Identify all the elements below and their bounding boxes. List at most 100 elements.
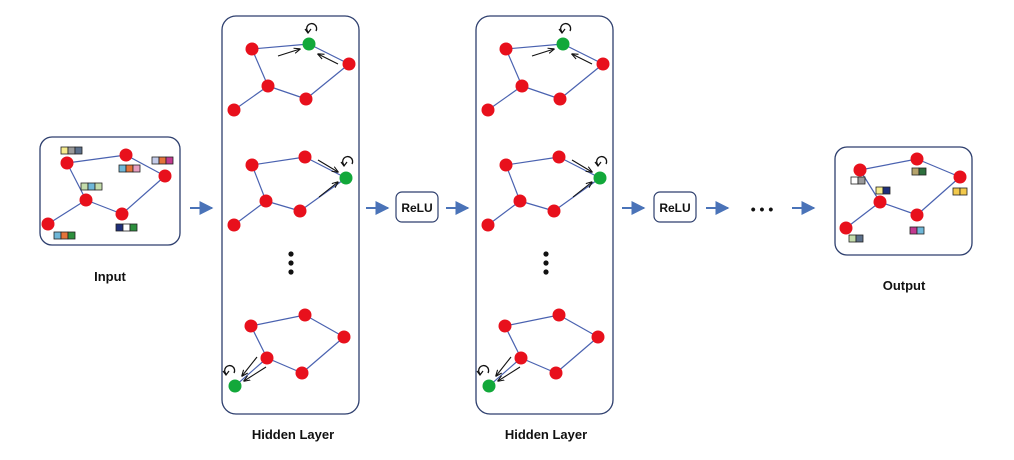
graph-edge — [304, 314, 345, 338]
feature-cell — [911, 167, 920, 176]
graph-node — [549, 366, 563, 380]
graph-edge — [859, 158, 918, 171]
graph-edge — [879, 201, 918, 216]
message-arrow — [317, 159, 338, 172]
graph-edge — [916, 176, 961, 216]
graphs-layer — [41, 22, 968, 393]
hidden-layer-1-graph-bottom — [222, 308, 351, 393]
feature-cell — [87, 182, 96, 191]
graph-node — [513, 194, 527, 208]
feature-cell — [151, 156, 160, 165]
message-arrow — [242, 356, 258, 376]
feature-cell — [122, 223, 131, 232]
graph-node — [839, 221, 853, 235]
graph-node — [158, 169, 172, 183]
active-node — [228, 379, 242, 393]
vertical-ellipsis-1 — [288, 251, 294, 275]
feature-cell — [129, 223, 138, 232]
message-arrow — [244, 366, 267, 381]
graph-edge — [121, 175, 166, 215]
graph-node — [227, 218, 241, 232]
feature-cell — [60, 231, 69, 240]
graph-edge — [562, 43, 604, 65]
feature-cell — [882, 186, 891, 195]
graph-node — [499, 42, 513, 56]
input-graph — [41, 146, 174, 240]
feature-cell — [918, 167, 927, 176]
feature-cell — [952, 187, 961, 196]
graph-node — [596, 57, 610, 71]
input-graph-box — [39, 136, 181, 246]
graph-node — [553, 92, 567, 106]
hidden-layer-2-box — [475, 15, 614, 415]
graph-edge — [301, 336, 345, 374]
graph-edge — [488, 357, 522, 387]
graph-node — [481, 103, 495, 117]
graph-node — [260, 351, 274, 365]
feature-cell — [165, 156, 174, 165]
message-arrow — [277, 49, 300, 57]
feature-cell — [875, 186, 884, 195]
self-loop-arrowhead — [558, 28, 566, 34]
graph-edge — [487, 85, 523, 111]
feature-cell — [857, 176, 866, 185]
feature-cell — [855, 234, 864, 243]
feature-cell — [94, 182, 103, 191]
graph-edge — [251, 156, 306, 166]
message-arrow — [571, 159, 592, 172]
feature-cell — [916, 226, 925, 235]
graph-node — [41, 217, 55, 231]
graph-edge — [233, 85, 269, 111]
self-loop-arrow — [341, 155, 354, 166]
relu-box-2: ReLU — [653, 191, 697, 223]
graph-node — [298, 308, 312, 322]
hidden-layer-1-label: Hidden Layer — [252, 427, 334, 442]
message-arrow — [572, 182, 592, 198]
graph-edge — [504, 314, 560, 327]
graph-edge — [47, 199, 87, 225]
output-graph — [839, 152, 968, 243]
feature-cell — [158, 156, 167, 165]
feature-cell — [132, 164, 141, 173]
self-loop-arrowhead — [304, 28, 312, 34]
graph-node — [293, 204, 307, 218]
hidden-layer-1-graph-mid — [227, 150, 354, 232]
graph-node — [481, 218, 495, 232]
graph-node — [342, 57, 356, 71]
graph-edge — [505, 43, 564, 50]
graph-node — [953, 170, 967, 184]
hidden-layer-1-box — [221, 15, 360, 415]
graph-edge — [251, 48, 269, 87]
graph-edge — [66, 154, 127, 164]
graph-edge — [305, 63, 350, 100]
message-arrow — [531, 49, 554, 57]
graph-node — [515, 79, 529, 93]
feature-cell — [80, 182, 89, 191]
feature-cell — [60, 146, 69, 155]
relu-box-1: ReLU — [395, 191, 439, 223]
hidden-layer-2-graph-mid — [481, 150, 608, 232]
feature-cell — [850, 176, 859, 185]
feature-cell — [74, 146, 83, 155]
active-node — [593, 171, 607, 185]
graph-node — [295, 366, 309, 380]
graph-node — [873, 195, 887, 209]
graph-node — [245, 158, 259, 172]
graph-edge — [66, 162, 87, 201]
graph-node — [244, 319, 258, 333]
relu-label-2: ReLU — [659, 201, 690, 215]
output-label: Output — [883, 278, 926, 293]
graph-edge — [304, 156, 347, 179]
active-node — [556, 37, 570, 51]
feature-cell — [125, 164, 134, 173]
graph-node — [299, 92, 313, 106]
graph-node — [119, 148, 133, 162]
self-loop-arrowhead — [594, 161, 602, 167]
relu-label-1: ReLU — [401, 201, 432, 215]
feature-cell — [118, 164, 127, 173]
graph-edge — [505, 48, 523, 87]
graph-edge — [308, 43, 350, 65]
message-arrow — [572, 54, 593, 65]
graph-node — [547, 204, 561, 218]
